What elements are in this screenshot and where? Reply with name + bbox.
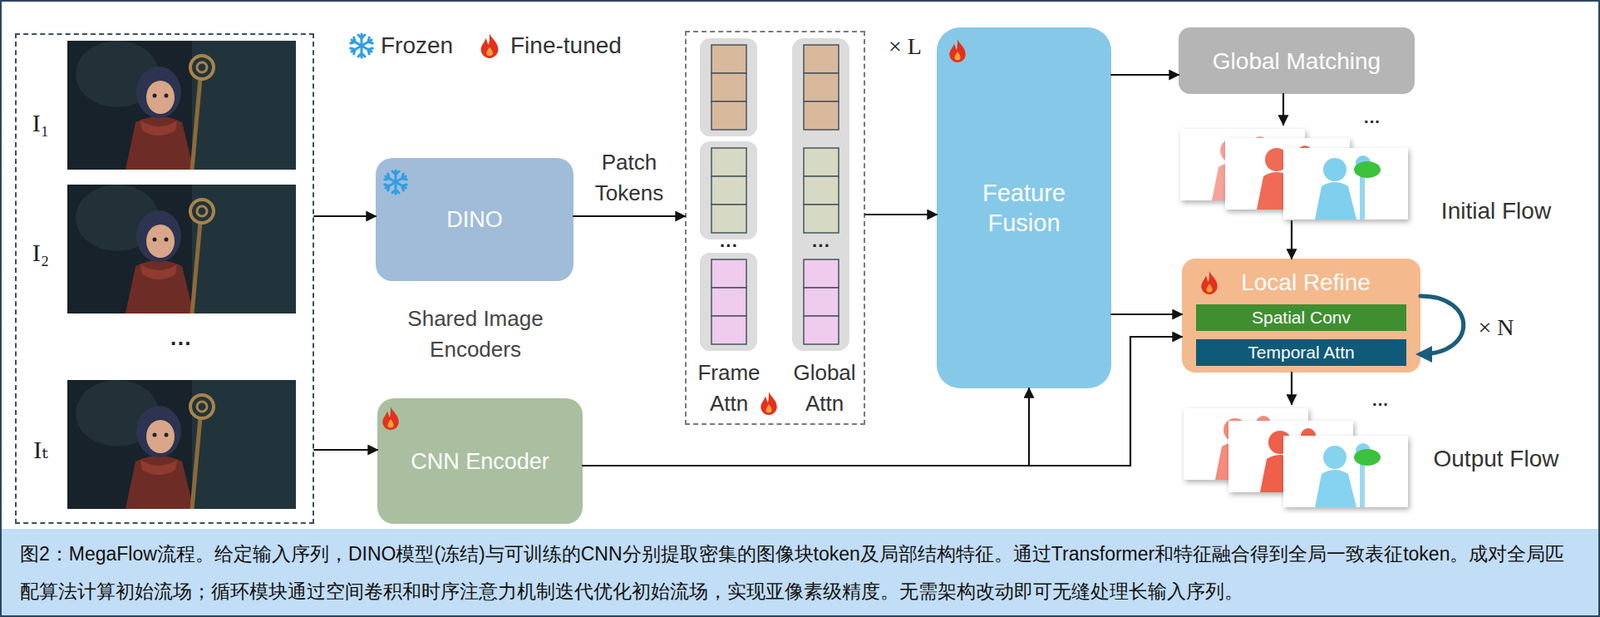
- flow-card: [1283, 147, 1408, 220]
- spatial-conv-bar: Spatial Conv: [1196, 304, 1407, 331]
- local-refine-box: Local RefineSpatial ConvTemporal Attn: [1181, 258, 1421, 373]
- token: [803, 44, 839, 74]
- flow-arrow: [573, 215, 685, 217]
- fine-tuned-icon: [949, 39, 965, 63]
- token: [711, 73, 747, 102]
- annotation-label: × N: [1467, 312, 1526, 342]
- node-text: CNN Encoder: [410, 447, 550, 476]
- token: [711, 315, 747, 345]
- annotation-label: ···: [704, 236, 754, 256]
- token: [711, 101, 747, 130]
- annotation-label: ···: [796, 236, 847, 256]
- flow-arrow: [314, 448, 378, 451]
- global-token-column: [792, 38, 850, 351]
- flow-arrow: [1290, 372, 1293, 404]
- caption-band: 图2：MegaFlow流程。给定输入序列，DINO模型(冻结)与可训练的CNN分…: [1, 528, 1599, 616]
- token: [803, 287, 839, 316]
- flow-card: [1283, 435, 1408, 508]
- flow-arrow: [582, 336, 1182, 466]
- annotation-label: ···: [1347, 112, 1398, 131]
- node-text: Iₜ: [22, 433, 60, 466]
- token: [711, 259, 747, 288]
- flow-arrow: [314, 215, 376, 217]
- transformer-block: Frame Attn Global Attn: [684, 30, 866, 425]
- figure-caption: 图2：MegaFlow流程。给定输入序列，DINO模型(冻结)与可训练的CNN分…: [19, 535, 1581, 611]
- token: [711, 176, 747, 205]
- node-text: I₁: [22, 107, 60, 139]
- token: [803, 259, 839, 288]
- node-text: Spatial Conv: [1251, 307, 1351, 328]
- node-text: Output Flow: [1429, 443, 1563, 474]
- token: [711, 44, 747, 74]
- flow-arrow: [582, 388, 1029, 466]
- node-text: Temporal Attn: [1247, 342, 1354, 363]
- token: [803, 147, 839, 177]
- token: [803, 176, 839, 205]
- node-text: Global Attn: [788, 357, 861, 419]
- token: [711, 287, 747, 316]
- flow-arrow: [1111, 313, 1182, 316]
- token: [803, 101, 839, 130]
- input-frame-image: [67, 184, 296, 314]
- node-text: Initial Flow: [1429, 196, 1563, 227]
- flow-arrow: [1290, 221, 1293, 259]
- frozen-icon: [384, 170, 408, 194]
- flow-arrow: [865, 213, 937, 216]
- input-frame-image: [67, 40, 296, 170]
- recurrence-arrow: [1420, 295, 1464, 355]
- input-frame-image: [67, 379, 296, 509]
- node-text: Feature Fusion: [961, 177, 1087, 238]
- frozen-icon: [349, 34, 374, 58]
- global-tokens: [803, 44, 839, 345]
- initial-flow-stack: Initial Flow: [1178, 124, 1412, 222]
- flow-arrow: [1282, 93, 1285, 125]
- token-group-pill: [699, 252, 758, 351]
- token-group-pill: [699, 141, 758, 240]
- flow-green-object: [1353, 448, 1381, 466]
- global-matching-box: Global Matching: [1178, 27, 1415, 94]
- node-text: I₂: [22, 236, 60, 269]
- node-text: Global Matching: [1212, 46, 1381, 76]
- token: [711, 147, 747, 177]
- temporal-attn-bar: Temporal Attn: [1196, 339, 1407, 366]
- token: [711, 204, 747, 233]
- fine-tuned-icon: [382, 406, 399, 430]
- dino-encoder-box: DINO: [375, 157, 574, 281]
- flow-green-object: [1353, 161, 1381, 178]
- legend-text: Frozen: [380, 31, 453, 60]
- annotation-label: Shared Image Encoders: [371, 303, 580, 365]
- feature-fusion-box: Feature Fusion: [936, 27, 1112, 389]
- flow-arrow: [1111, 73, 1179, 76]
- edge-label: Patch Tokens: [579, 147, 680, 209]
- frame-tokens: [711, 44, 747, 345]
- legend-text: Fine-tuned: [510, 31, 622, 60]
- cnn-encoder-box: CNN Encoder: [377, 398, 583, 524]
- token: [803, 204, 839, 233]
- fine-tuned-icon: [760, 391, 777, 415]
- input-sequence-box: I₁ I₂ ··· Iₜ: [14, 33, 315, 524]
- annotation-label: × L: [876, 31, 935, 61]
- node-text: Local Refine: [1222, 267, 1389, 298]
- fine-tuned-icon: [481, 33, 499, 59]
- token: [803, 73, 839, 102]
- fine-tuned-icon: [1201, 270, 1217, 295]
- node-text: Frame Attn: [695, 357, 763, 419]
- output-flow-stack: Output Flow: [1180, 403, 1412, 509]
- token-group-pill: [699, 38, 758, 137]
- node-text: ···: [156, 329, 207, 358]
- annotation-label: ···: [1355, 394, 1406, 414]
- node-text: DINO: [446, 205, 503, 234]
- token: [803, 315, 839, 345]
